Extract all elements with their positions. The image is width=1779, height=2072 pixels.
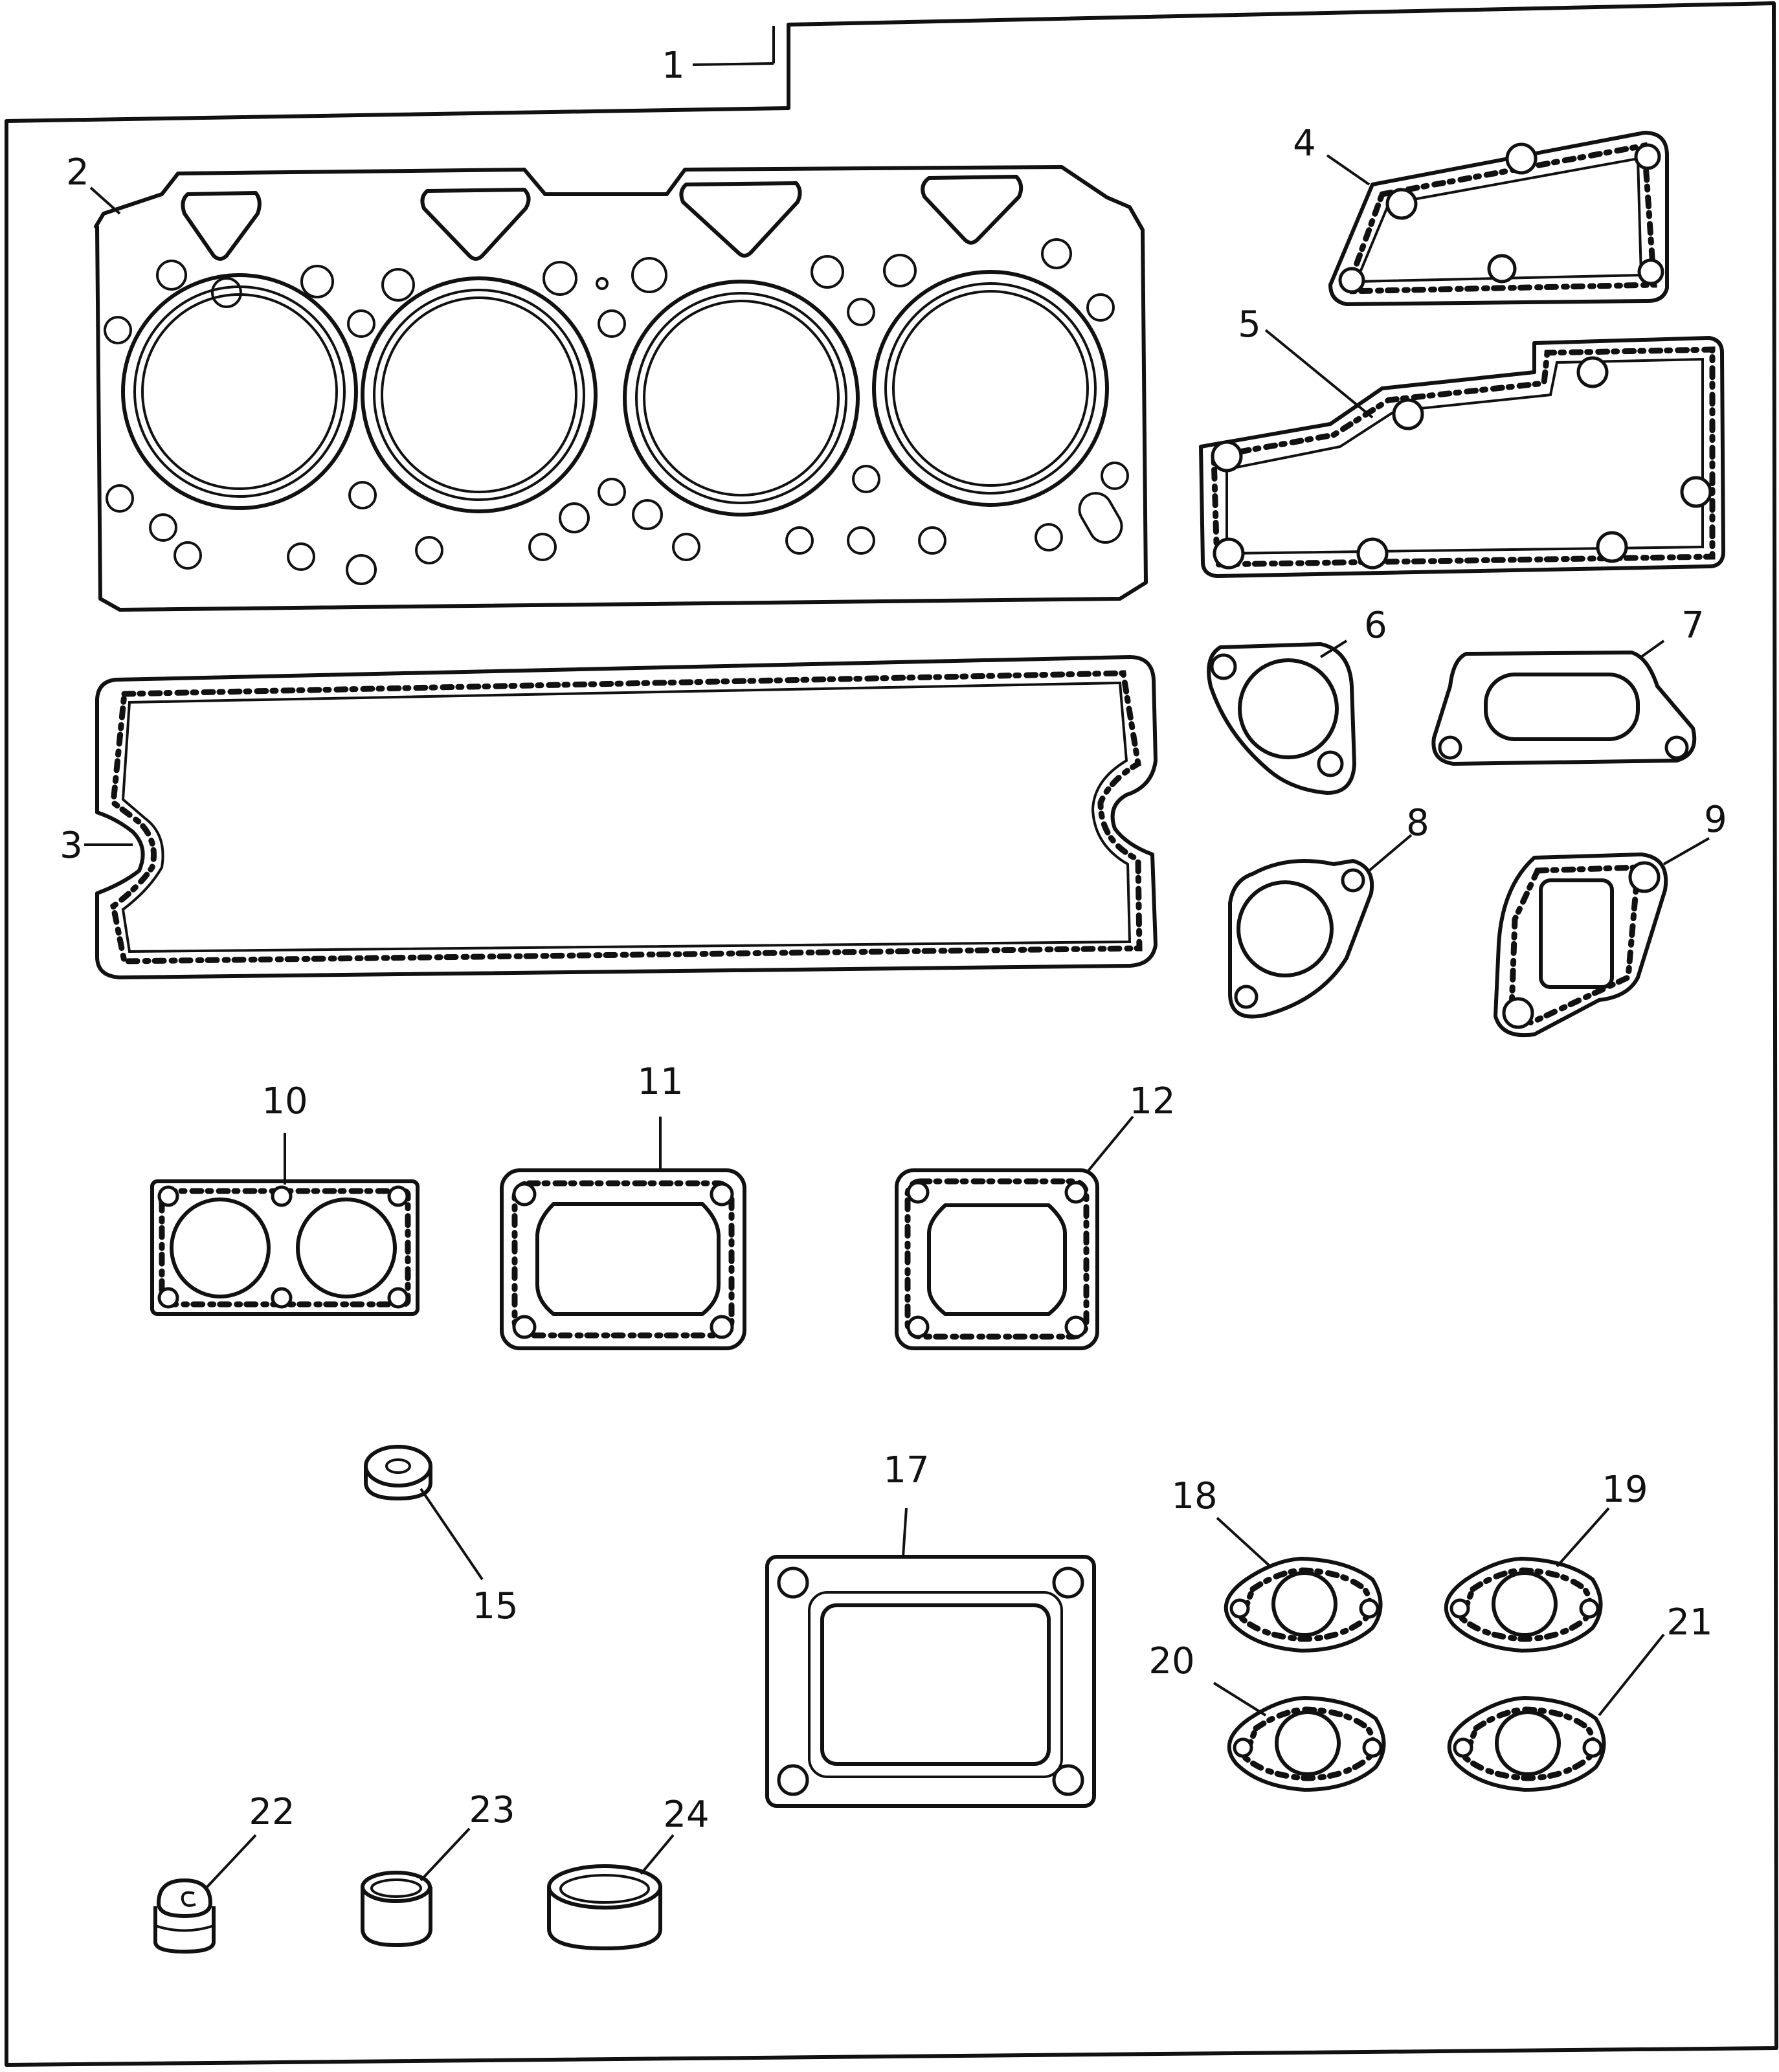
sleeve-23 [361,1871,432,1948]
flange-gasket-8 [1228,859,1374,1019]
callout-label-6: 6 [1364,605,1387,647]
callout-label-10: 10 [262,1080,308,1122]
callout-6: 6 [1319,605,1387,658]
callout-7: 7 [1640,605,1705,658]
cover-gasket-5 [1199,336,1725,578]
cylinder-head-gasket [94,165,1148,612]
twin-port-gasket-10 [150,1179,420,1316]
callout-label-11: 11 [637,1061,683,1103]
callout-15: 15 [420,1487,519,1627]
callout-3: 3 [60,825,133,867]
callout-label-12: 12 [1129,1080,1175,1122]
plate-gasket-17 [765,1555,1096,1808]
port-gasket-11 [500,1168,746,1350]
callout-23: 23 [420,1789,515,1882]
callout-12: 12 [1086,1080,1176,1173]
callout-label-15: 15 [472,1585,518,1627]
seal-ring-24 [547,1864,662,1951]
valve-stem-seal-22 [153,1878,216,1954]
flange-gasket-18 [1224,1557,1383,1653]
callout-label-23: 23 [469,1789,515,1831]
callout-label-18: 18 [1171,1475,1217,1517]
callout-label-1: 1 [662,45,685,87]
flange-gasket-21 [1447,1696,1606,1792]
callout-24: 24 [640,1794,710,1875]
callout-label-17: 17 [883,1449,929,1491]
flange-gasket-19 [1444,1557,1603,1653]
flange-gasket-7 [1431,651,1697,766]
kit-frame [5,1,1778,2067]
callout-21: 21 [1598,1601,1713,1717]
callout-11: 11 [637,1061,684,1172]
callout-label-9: 9 [1704,799,1727,841]
callout-label-4: 4 [1293,122,1316,164]
callout-label-19: 19 [1602,1469,1648,1511]
callout-2: 2 [66,151,121,215]
callout-19: 19 [1556,1469,1648,1568]
callout-5: 5 [1238,304,1374,419]
callout-label-22: 22 [249,1791,295,1833]
callout-label-21: 21 [1666,1601,1712,1643]
callout-label-5: 5 [1238,304,1261,346]
cover-gasket-4 [1328,131,1669,306]
callout-8: 8 [1368,802,1429,872]
callout-4: 4 [1293,122,1371,186]
callout-label-2: 2 [66,151,89,194]
callout-label-24: 24 [663,1794,709,1836]
callout-10: 10 [262,1080,308,1185]
flange-gasket-20 [1227,1696,1386,1792]
callout-18: 18 [1171,1475,1270,1566]
callout-20: 20 [1148,1640,1267,1717]
callout-9: 9 [1663,799,1727,865]
rocker-cover-gasket [95,655,1158,979]
flange-gasket-9 [1494,852,1668,1038]
callout-17: 17 [883,1449,930,1557]
callout-label-20: 20 [1148,1640,1194,1682]
callout-label-8: 8 [1406,802,1429,844]
flange-gasket-6 [1207,642,1356,795]
callout-22: 22 [206,1791,295,1888]
callout-1: 1 [662,26,775,87]
callout-label-7: 7 [1681,605,1705,647]
port-gasket-12 [895,1168,1099,1350]
callout-label-3: 3 [60,825,83,867]
sealing-washer-15 [364,1445,432,1501]
